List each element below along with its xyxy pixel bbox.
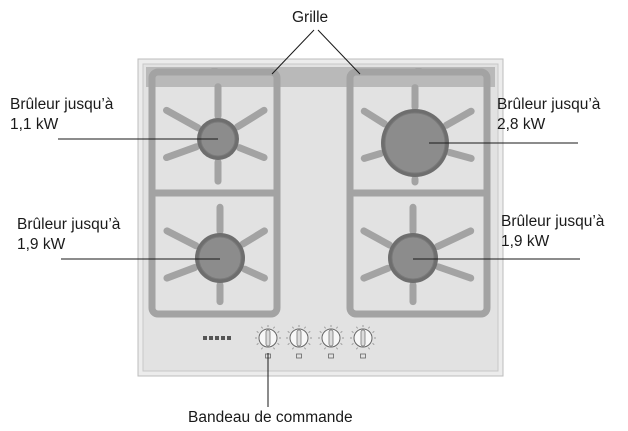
control-knob[interactable] [350,325,376,359]
brand-logo [203,336,231,340]
label-grid: Grille [292,9,329,26]
label-burner-bottom-left: Brûleur jusqu’à 1,9 kW [17,215,120,255]
burner-1 [195,233,245,283]
label-burner-top-left-line1: Brûleur jusqu’à [10,96,114,113]
grate-spokes-3 [360,203,475,306]
label-burner-bottom-left-line1: Brûleur jusqu’à [17,216,121,233]
grate-spokes-1 [163,203,268,306]
grate-right [346,68,491,318]
grate-spokes-2 [360,84,475,186]
label-burner-top-left-line2: 1,1 kW [10,116,59,133]
label-burner-top-right-line2: 2,8 kW [497,116,546,133]
leader-lines [58,29,580,407]
grate-spokes-0 [163,83,268,185]
grates [148,68,491,318]
control-knob[interactable] [286,325,312,359]
label-burner-bottom-right-line2: 1,9 kW [501,233,550,250]
label-control-panel: Bandeau de commande [188,409,353,426]
grate-left [148,68,281,318]
burner-2 [381,109,449,177]
control-knob[interactable] [255,325,281,359]
label-burner-top-left: Brûleur jusqu’à 1,1 kW [10,95,113,135]
leader-grid-right [317,29,361,75]
label-burner-bottom-right: Brûleur jusqu’à 1,9 kW [501,212,604,252]
label-burner-top-right-line1: Brûleur jusqu’à [497,96,601,113]
control-panel [203,325,376,359]
burner-3 [388,233,438,283]
label-burner-top-right: Brûleur jusqu’à 2,8 kW [497,95,600,135]
leader-grid-left [271,29,315,75]
label-burner-bottom-left-line2: 1,9 kW [17,236,66,253]
burners [195,109,449,283]
control-knob[interactable] [318,325,344,359]
hob-surface [142,63,499,372]
label-burner-bottom-right-line1: Brûleur jusqu’à [501,213,605,230]
